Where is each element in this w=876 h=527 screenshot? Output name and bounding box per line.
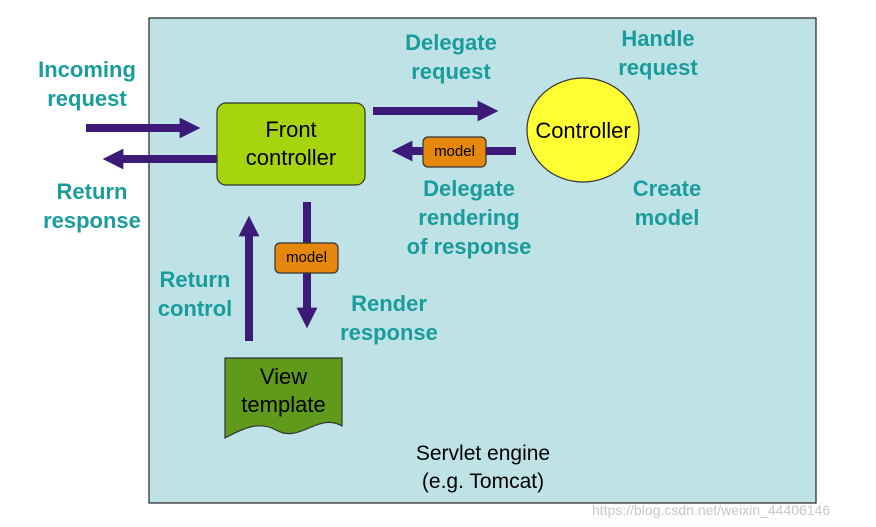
- return-control-label: Return control: [157, 267, 233, 321]
- model-badge-left-label: model: [286, 249, 327, 266]
- view-template-shape: [224, 357, 343, 440]
- model-badge-top-label: model: [434, 143, 475, 160]
- view-template-label: View template: [241, 364, 326, 417]
- incoming-request-label: Incoming request: [38, 57, 136, 111]
- controller-label: Controller: [535, 118, 631, 143]
- watermark: https://blog.csdn.net/weixin_44406146: [592, 502, 831, 518]
- delegate-rendering-label: Delegate rendering of response: [406, 176, 532, 259]
- controller-circle: [526, 77, 640, 183]
- model-badge-top: [422, 136, 487, 168]
- front-controller-box: [216, 102, 366, 186]
- handle-request-label: Handle request: [618, 26, 698, 80]
- render-response-label: Render response: [340, 291, 438, 345]
- delegate-request-label: Delegate request: [405, 30, 497, 84]
- create-model-label: Create model: [632, 176, 702, 230]
- front-controller-label: Front controller: [245, 117, 337, 170]
- model-badge-left: [274, 242, 339, 274]
- servlet-engine-label: Servlet engine (e.g. Tomcat): [415, 442, 551, 493]
- return-response-label: Return response: [43, 179, 141, 233]
